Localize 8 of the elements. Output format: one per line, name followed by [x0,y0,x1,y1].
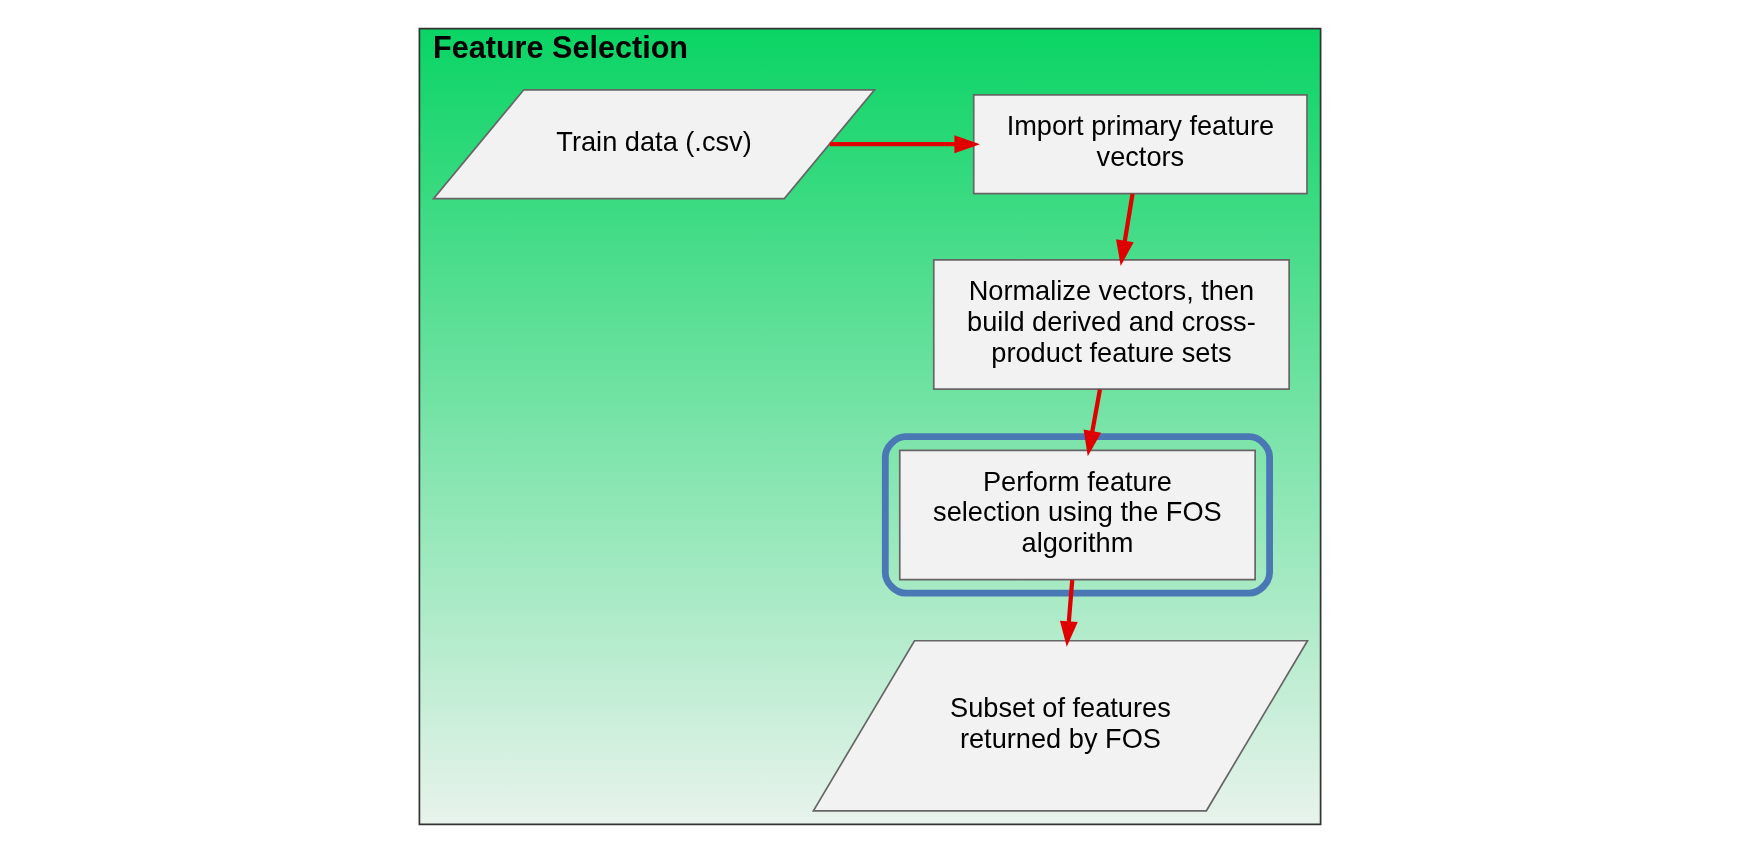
node-box: Perform feature selection using the FOS algorithm [898,449,1256,581]
arrow [1059,579,1078,647]
cluster [881,433,1273,597]
node-box: Import primary feature vectors [972,94,1308,195]
arrow [1083,389,1102,457]
arrow [1115,193,1135,266]
arrow [829,135,980,154]
node-box: Normalize vectors, then build derived and cross-product feature sets [932,259,1290,390]
